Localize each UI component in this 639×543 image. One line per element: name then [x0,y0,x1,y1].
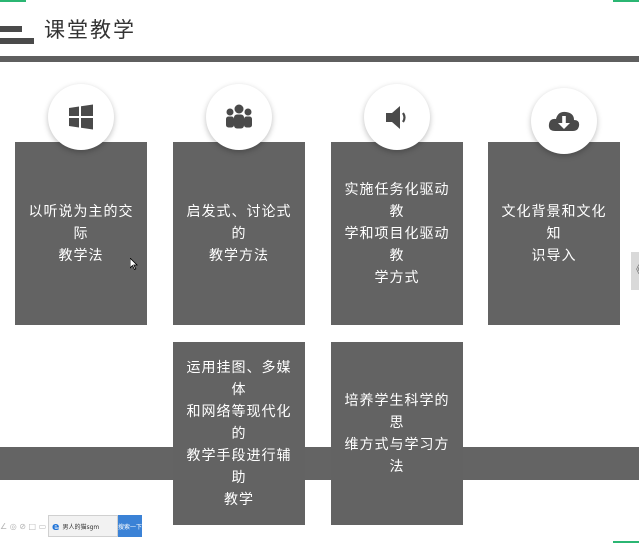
card-cultural-background: 文化背景和文化知 识导入 [488,142,620,325]
card-line: 和网络等现代化的 [186,403,292,442]
card-communicative-teaching: 以听说为主的交际 教学法 [15,142,147,325]
page-title: 课堂教学 [44,18,136,42]
bottom-band [0,447,639,480]
card-modern-media-teaching: 运用挂图、多媒体 和网络等现代化的 教学手段进行辅助 教学 [173,342,305,525]
corner-accent-bottom-right [613,541,639,543]
search-input-text: 男人的猫sgm [62,523,100,531]
search-input[interactable]: e 男人的猫sgm [48,515,118,537]
header-rule [0,56,639,62]
card-task-driven-teaching: 实施任务化驱动教 学和项目化驱动教 学方式 [331,142,463,325]
corner-accent-top-right [613,0,639,2]
card-text: 启发式、讨论式的 教学方法 [183,201,295,267]
card-line: 教学法 [58,247,104,264]
cloud-download-icon [531,88,597,154]
search-button[interactable]: 搜索一下 [118,515,142,537]
header-logo-bar-top [0,26,22,32]
card-line: 维方式与学习方法 [344,436,450,475]
speaker-icon [364,84,430,150]
header-logo-bar-bottom [0,38,34,44]
card-line: 文化背景和文化知 [501,203,607,242]
corner-accent-top-left [0,0,26,2]
card-scientific-thinking: 培养学生科学的思 维方式与学习方法 [331,342,463,525]
search-widget: e 男人的猫sgm 搜索一下 [48,515,142,537]
presentation-toolbar[interactable]: ∠ ◎ ⊘ □ ▭ [0,522,47,531]
card-line: 学方式 [374,269,420,286]
windows-logo-icon [48,84,114,150]
card-text: 培养学生科学的思 维方式与学习方法 [341,390,453,478]
card-line: 运用挂图、多媒体 [186,359,292,398]
card-line: 培养学生科学的思 [344,392,450,431]
ie-browser-icon: e [52,519,60,533]
card-line: 实施任务化驱动教 [344,181,450,220]
side-collapse-tab[interactable]: 《 [631,252,639,290]
mouse-cursor-icon [130,258,138,270]
card-heuristic-teaching: 启发式、讨论式的 教学方法 [173,142,305,325]
card-line: 教学 [224,491,254,508]
card-line: 教学手段进行辅助 [186,447,292,486]
card-text: 运用挂图、多媒体 和网络等现代化的 教学手段进行辅助 教学 [183,357,295,511]
card-text: 以听说为主的交际 教学法 [25,201,137,267]
slide-header: 课堂教学 [0,0,639,62]
people-group-icon [206,84,272,150]
card-text: 实施任务化驱动教 学和项目化驱动教 学方式 [341,179,453,289]
card-line: 教学方法 [209,247,269,264]
card-text: 文化背景和文化知 识导入 [498,201,610,267]
card-line: 学和项目化驱动教 [344,225,450,264]
card-line: 启发式、讨论式的 [186,203,292,242]
card-line: 以听说为主的交际 [28,203,134,242]
card-line: 识导入 [531,247,577,264]
